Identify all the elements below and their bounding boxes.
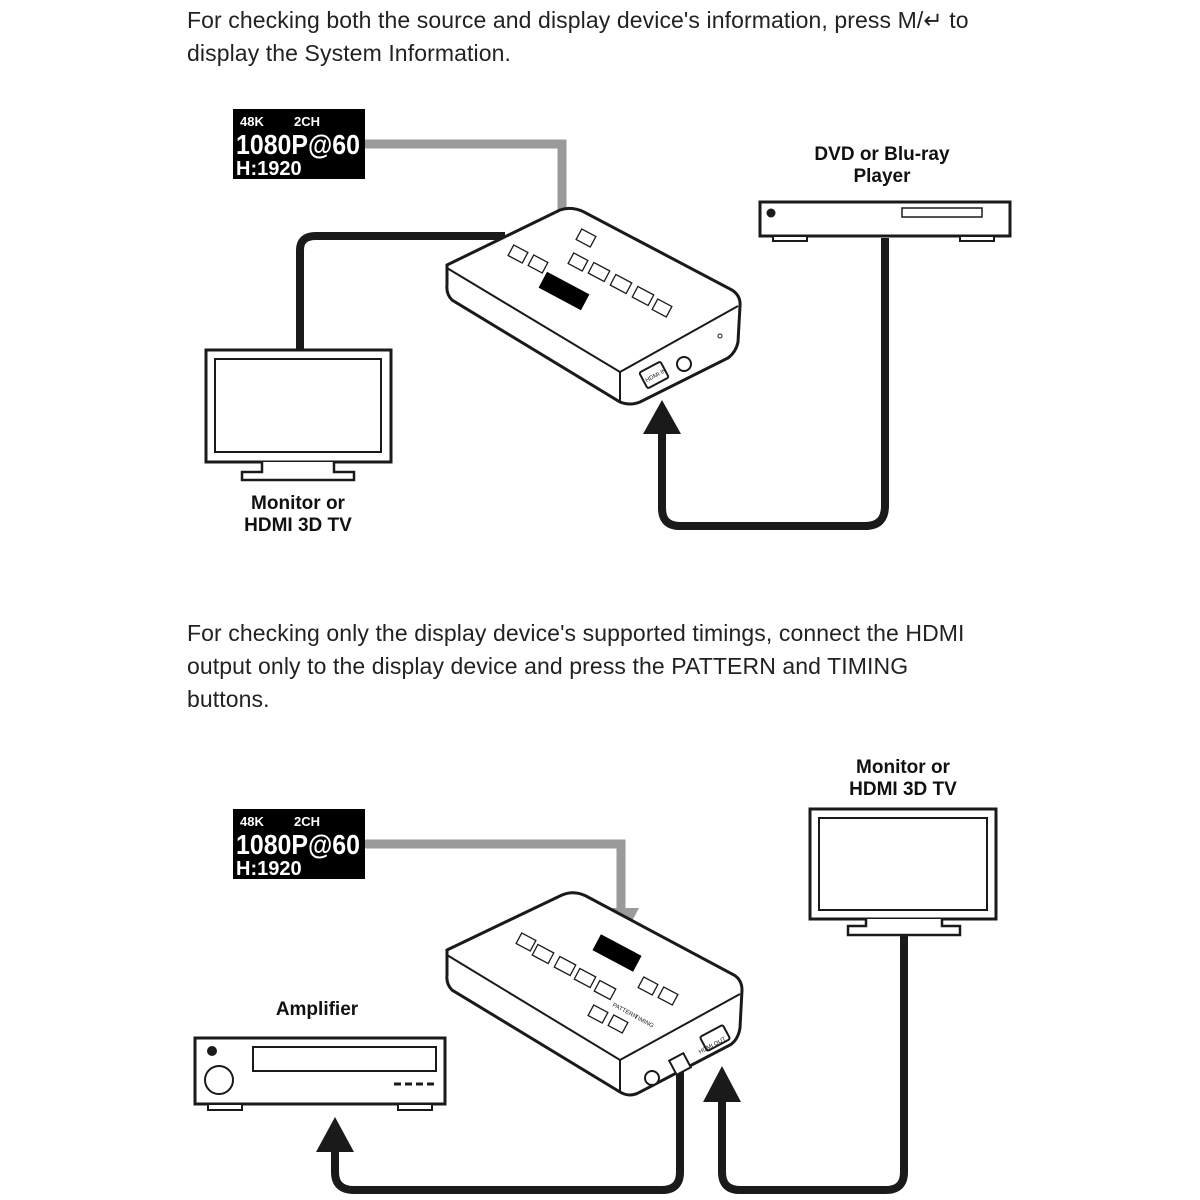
dvd-player-label: DVD or Blu-ray Player: [792, 144, 972, 188]
osd-hres-text: H:1920: [236, 158, 302, 180]
hdmi-cable-to-monitor-2: [703, 935, 908, 1194]
osd-channels-text: 2CH: [294, 114, 320, 129]
instruction-line: For checking both the source and display…: [187, 7, 969, 33]
amplifier-label: Amplifier: [237, 999, 397, 1021]
hdmi-cable-to-monitor-1: [296, 232, 505, 350]
osd-resolution-text: 1080P@60: [236, 829, 360, 860]
osd-info-box-2: 48K 2CH 1080P@60 H:1920: [233, 809, 365, 880]
label-line: HDMI 3D TV: [244, 515, 352, 536]
osd-audio-text: 48K: [240, 114, 264, 129]
diagram-1: 48K 2CH 1080P@60 H:1920: [204, 109, 1012, 530]
optical-cable-to-amplifier: [316, 1070, 684, 1194]
instruction-text-2: For checking only the display device's s…: [187, 617, 1027, 716]
diagram-2: 48K 2CH 1080P@60 H:1920: [193, 807, 998, 1194]
label-line: HDMI 3D TV: [849, 779, 957, 800]
osd-resolution-text: 1080P@60: [236, 129, 360, 160]
instruction-text-1: For checking both the source and display…: [187, 4, 1027, 70]
monitor-2: [808, 807, 998, 937]
monitor-1: [204, 348, 393, 482]
label-line: Amplifier: [275, 999, 359, 1020]
instruction-line: output only to the display device and pr…: [187, 653, 909, 679]
dvd-player: [758, 200, 1012, 242]
label-line: Monitor or: [251, 493, 345, 514]
instruction-line: buttons.: [187, 686, 270, 712]
osd-channels-text: 2CH: [294, 814, 320, 829]
tester-device-1: HDMI IN: [445, 206, 742, 406]
label-line: Monitor or: [856, 757, 950, 778]
osd-info-box-1: 48K 2CH 1080P@60 H:1920: [233, 109, 365, 180]
label-line: DVD or Blu-ray: [814, 144, 950, 165]
amplifier: [193, 1036, 447, 1111]
monitor-label-1: Monitor or HDMI 3D TV: [208, 493, 388, 537]
monitor-label-2: Monitor or HDMI 3D TV: [813, 757, 993, 801]
tester-device-2: PATTERN TIMING HDMI OUT: [445, 891, 744, 1097]
instruction-line: display the System Information.: [187, 40, 511, 66]
hdmi-cable-from-dvd: [643, 238, 889, 530]
osd-audio-text: 48K: [240, 814, 264, 829]
osd-hres-text: H:1920: [236, 858, 302, 880]
instruction-line: For checking only the display device's s…: [187, 620, 965, 646]
label-line: Player: [853, 166, 911, 187]
